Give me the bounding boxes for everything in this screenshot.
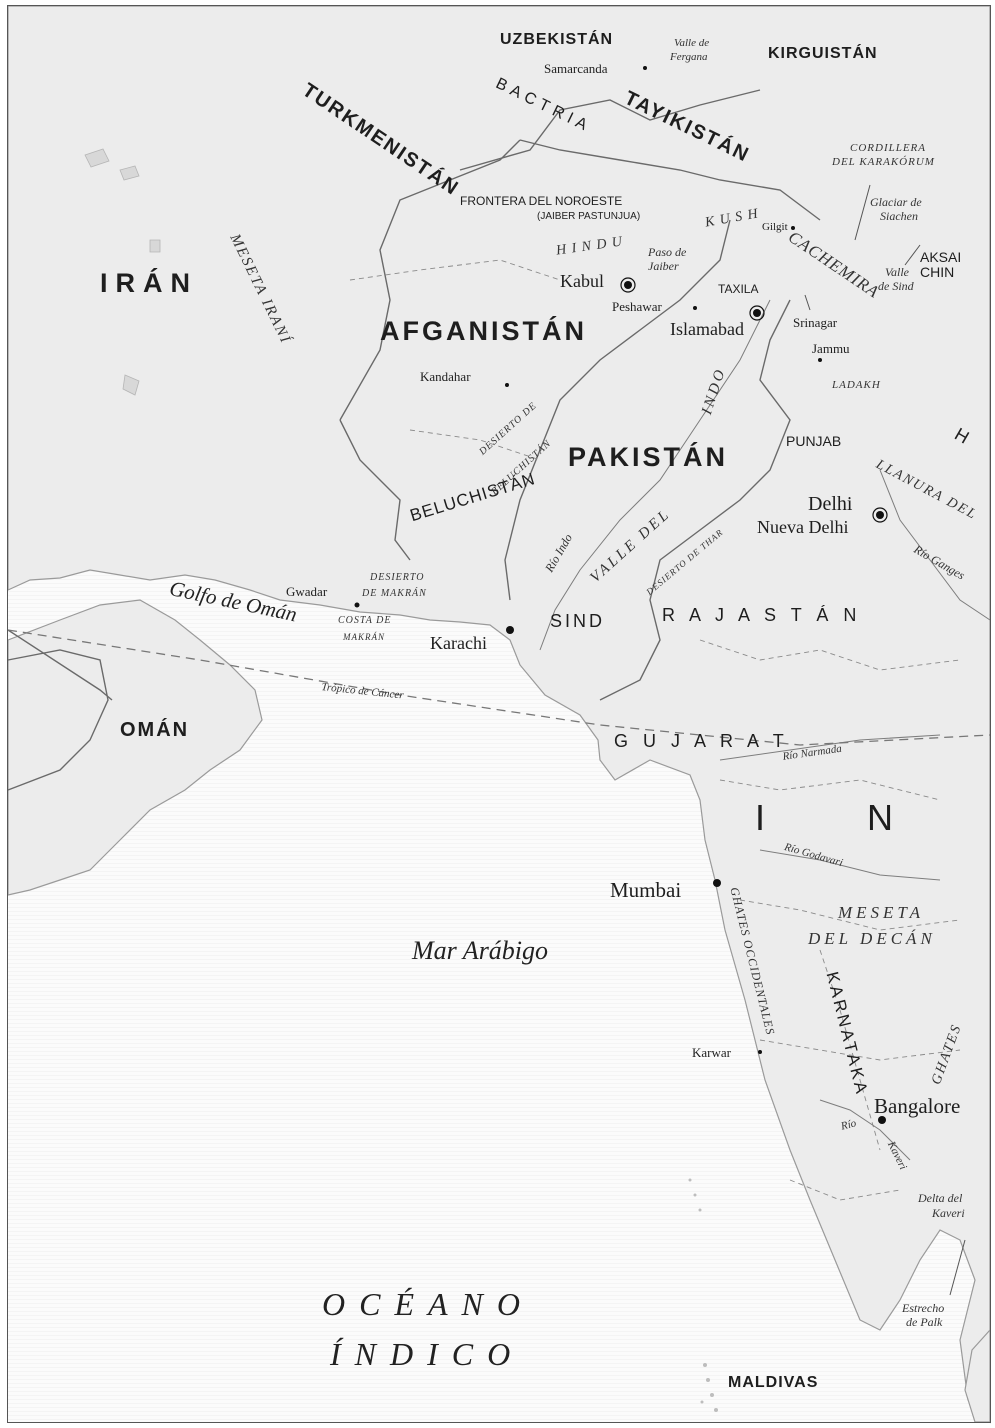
label-frontier-sub: (JAIBER PASTUNJUA) — [537, 211, 641, 222]
label-kabul: Kabul — [560, 271, 604, 291]
label-peshawar: Peshawar — [612, 299, 662, 314]
label-paso-2: Jaiber — [648, 259, 679, 273]
label-delhi: Delhi — [808, 493, 853, 515]
label-karachi: Karachi — [430, 633, 487, 653]
label-valle-fergana-2: Fergana — [670, 51, 708, 63]
label-desierto-makran-1: DESIERTO — [370, 572, 425, 583]
label-oceano-1: OCÉANO — [322, 1286, 534, 1322]
label-kyrgyzstan: KIRGUISTÁN — [768, 45, 878, 62]
label-meseta-decan-1: MESETA — [838, 903, 925, 922]
borders — [7, 89, 821, 791]
label-oceano-2: ÍNDICO — [330, 1336, 525, 1372]
label-meseta-decan-2: DEL DECÁN — [808, 929, 936, 948]
label-delta-2: Kaveri — [932, 1206, 965, 1220]
maldives-islands — [688, 1178, 718, 1412]
label-costa-makran-2: MAKRÁN — [343, 632, 385, 642]
label-delta-1: Delta del — [918, 1191, 963, 1205]
label-punjab: PUNJAB — [786, 433, 842, 449]
label-maldives: MALDIVAS — [728, 1374, 819, 1391]
label-aksai-chin: AKSAI CHIN — [920, 249, 962, 281]
label-uzbekistan: UZBEKISTÁN — [500, 31, 614, 48]
label-bangalore: Bangalore — [874, 1094, 961, 1118]
label-estrecho-2: de Palk — [906, 1315, 943, 1329]
iran-relief — [84, 148, 161, 396]
label-mumbai: Mumbai — [610, 878, 682, 902]
label-karakorum-1: CORDILLERA — [850, 142, 926, 154]
label-kandahar: Kandahar — [420, 369, 471, 384]
label-iran: IRÁN — [100, 268, 198, 298]
label-gwadar: Gwadar — [286, 584, 328, 599]
label-pakistan: PAKISTÁN — [568, 442, 729, 472]
label-valle-sind-2: de Sind — [878, 279, 914, 293]
rivers — [539, 299, 991, 1161]
label-costa-makran-1: COSTA DE — [338, 615, 392, 626]
label-glaciar-1: Glaciar de — [870, 195, 922, 209]
label-desierto-makran-2: DE MAKRÁN — [362, 588, 427, 599]
internal-borders — [349, 259, 961, 1201]
label-karakorum-2: DEL KARAKÓRUM — [832, 156, 935, 168]
label-oman: OMÁN — [120, 719, 190, 741]
label-gujarat: G U J A R A T — [614, 731, 789, 751]
label-estrecho-1: Estrecho — [902, 1301, 945, 1315]
tropic-of-cancer-line — [7, 629, 991, 746]
label-afghanistan: AFGANISTÁN — [380, 316, 587, 346]
label-india: I N D — [755, 797, 995, 838]
label-mar-arabigo: Mar Arábigo — [412, 936, 549, 965]
city-dots — [354, 66, 888, 1124]
label-glaciar-2: Siachen — [880, 209, 918, 223]
land-mainland — [7, 5, 991, 1424]
label-taxila: TAXILA — [718, 282, 759, 296]
label-gilgit: Gilgit — [762, 221, 788, 233]
label-karwar: Karwar — [692, 1045, 731, 1060]
label-srinagar: Srinagar — [793, 315, 838, 330]
label-frontier: FRONTERA DEL NOROESTE — [460, 194, 623, 208]
label-ladakh: LADAKH — [832, 379, 881, 391]
label-valle-sind-1: Valle — [885, 265, 909, 279]
leader-lines — [804, 184, 966, 1296]
land-oman — [7, 599, 263, 896]
map-frame — [7, 5, 991, 1423]
label-samarcanda: Samarcanda — [544, 61, 608, 76]
label-jammu: Jammu — [812, 341, 850, 356]
label-islamabad: Islamabad — [670, 319, 744, 339]
label-sind: SIND — [550, 611, 606, 631]
label-valle-fergana-1: Valle de — [674, 37, 710, 49]
label-paso-1: Paso de — [648, 245, 687, 259]
label-nueva-delhi: Nueva Delhi — [757, 517, 849, 537]
label-rajastan: R A J A S T Á N — [662, 605, 862, 625]
